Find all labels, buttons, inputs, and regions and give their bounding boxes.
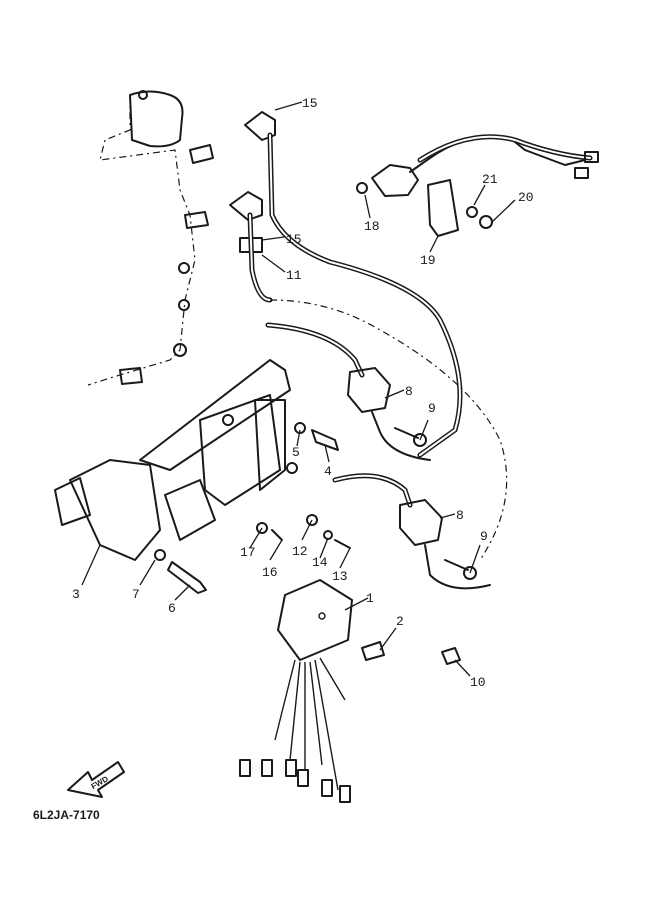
mounting-bracket [54,359,298,561]
callout-16: 16 [262,565,278,580]
forward-direction-arrow: FWD [67,761,125,798]
callout-2: 2 [396,614,404,629]
callout-6: 6 [168,601,176,616]
callout-17: 17 [240,545,256,560]
cdi-unit [239,579,461,803]
callout-3: 3 [72,587,80,602]
callout-8-lower: 8 [456,508,464,523]
callout-11: 11 [286,268,302,283]
callout-10: 10 [470,675,486,690]
callout-1: 1 [366,591,374,606]
callout-8-upper: 8 [405,384,413,399]
ignition-coil-upper [265,322,431,461]
callout-20: 20 [518,190,534,205]
callout-21: 21 [482,172,498,187]
engine-block-outline [87,90,214,386]
callout-15-lower: 15 [286,232,302,247]
callout-9-upper: 9 [428,401,436,416]
callout-19: 19 [420,253,436,268]
plug-cap-lower [229,191,508,561]
plug-cap-upper [244,111,463,458]
callout-5: 5 [292,445,300,460]
callout-14: 14 [312,555,328,570]
callout-9-lower: 9 [480,529,488,544]
ignition-coil-lower [332,473,491,590]
diagram-code: 6L2JA-7170 [33,808,100,822]
callout-18: 18 [364,219,380,234]
leader-lines [81,101,516,677]
callout-12: 12 [292,544,308,559]
callout-numbers: 1 2 3 4 5 6 7 8 8 9 9 10 11 12 13 14 15 … [72,96,534,690]
stop-switch-assembly [356,134,599,237]
callout-4: 4 [324,464,332,479]
callout-13: 13 [332,569,348,584]
callout-15-upper: 15 [302,96,318,111]
callout-7: 7 [132,587,140,602]
